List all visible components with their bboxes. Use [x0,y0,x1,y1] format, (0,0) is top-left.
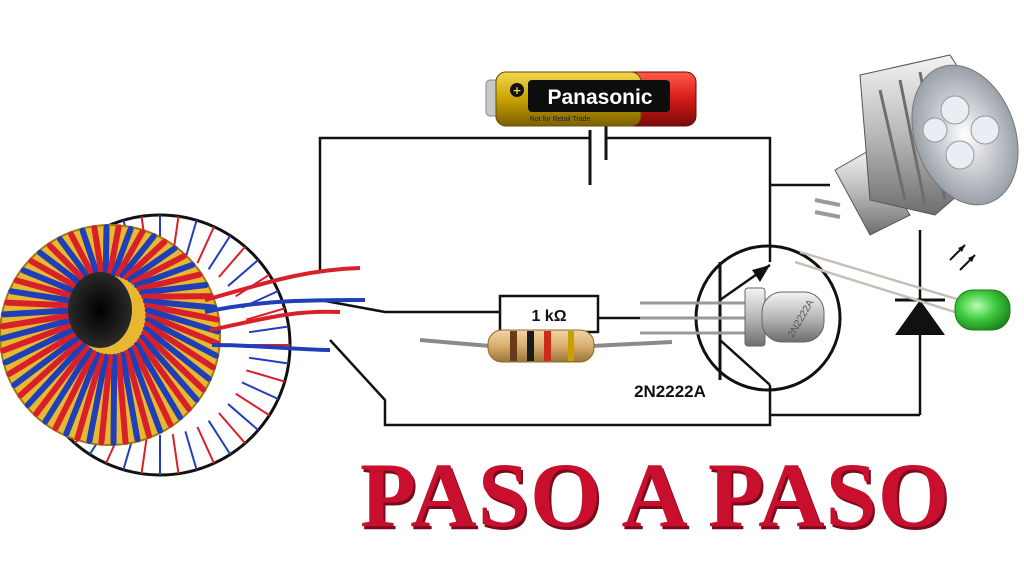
led-diode [794,244,1011,335]
transistor: 2N2222A 2N2222A [634,244,842,401]
resistor-value-label: 1 kΩ [531,308,566,325]
headline-title: PASO A PASO [360,444,951,546]
circuit-wires [318,115,922,427]
battery-brand-label: Panasonic [547,86,652,109]
resistor: 1 kΩ [419,294,673,363]
transistor-part-label: 2N2222A [634,382,706,401]
led-lamp [814,54,1019,236]
svg-text:+: + [512,84,521,97]
battery: + Panasonic Not for Retail Trade [485,71,697,127]
coil-windings [0,224,221,446]
toroid-coil [0,224,366,446]
battery-fine-print: Not for Retail Trade [530,116,591,123]
